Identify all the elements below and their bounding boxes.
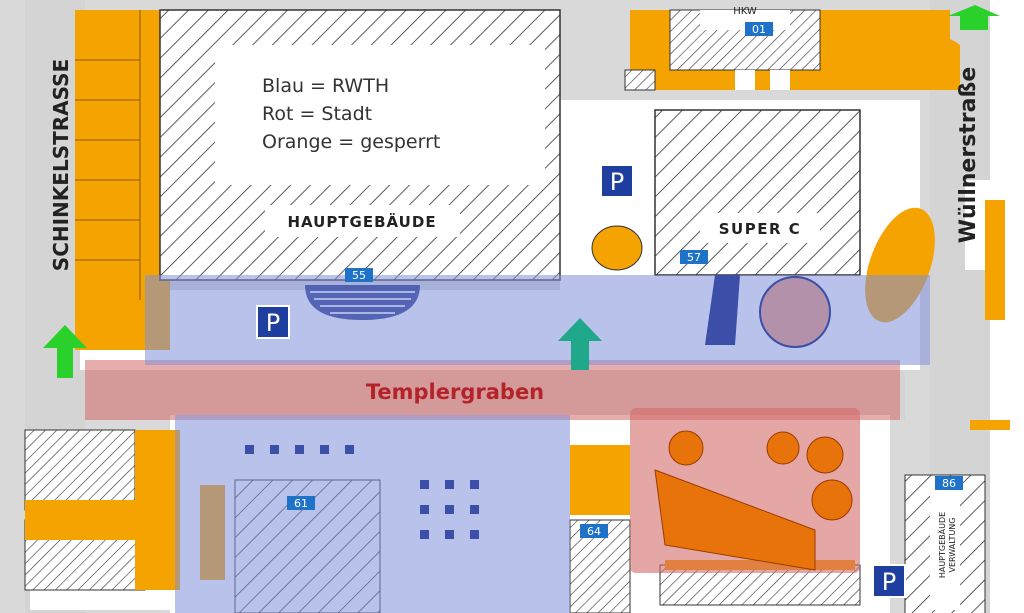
building-number-01[interactable]: 01 xyxy=(745,22,773,36)
svg-text:P: P xyxy=(266,309,280,337)
super-c-building[interactable] xyxy=(654,109,861,276)
svg-text:86: 86 xyxy=(942,477,956,490)
building-number-57[interactable]: 57 xyxy=(680,250,708,264)
svg-text:55: 55 xyxy=(352,269,366,282)
parking-sign-southeast[interactable]: P xyxy=(872,564,906,598)
building-number-55[interactable]: 55 xyxy=(345,268,373,282)
street-label-templergraben: Templergraben xyxy=(366,380,544,404)
legend: Blau = RWTH Rot = Stadt Orange = gesperr… xyxy=(262,75,440,153)
label-hkw: HKW xyxy=(733,6,757,17)
street-label-schinkelstrasse: SCHINKELSTRASSE xyxy=(49,59,73,271)
svg-text:64: 64 xyxy=(587,525,601,538)
building-number-61[interactable]: 61 xyxy=(287,496,315,510)
legend-red: Rot = Stadt xyxy=(262,103,372,125)
svg-text:P: P xyxy=(882,568,896,596)
label-hauptgebaeude-verwaltung: HAUPTGEBÄUDE xyxy=(937,512,947,578)
label-hauptgebaeude: HAUPTGEBÄUDE xyxy=(287,212,436,231)
teal-arrow-center-icon xyxy=(558,318,602,370)
building-number-86[interactable]: 86 xyxy=(935,476,963,490)
building-number-64[interactable]: 64 xyxy=(580,524,608,538)
parking-sign-hauptgebaeude[interactable]: P xyxy=(256,305,290,339)
rwth-zone-south[interactable] xyxy=(175,415,570,613)
label-super-c: SUPER C xyxy=(719,220,802,238)
label-verwaltung: VERWALTUNG xyxy=(948,518,957,573)
orange-oval-left xyxy=(591,225,643,271)
svg-text:57: 57 xyxy=(687,251,701,264)
svg-text:P: P xyxy=(610,168,624,196)
legend-blue: Blau = RWTH xyxy=(262,75,389,97)
green-arrow-northeast-icon xyxy=(948,5,1000,30)
svg-text:61: 61 xyxy=(294,497,308,510)
parking-sign-superc[interactable]: P xyxy=(600,164,634,198)
street-label-wuellnerstrasse: Wüllnerstraße xyxy=(956,67,981,244)
green-arrow-west-icon xyxy=(43,325,87,378)
plaza-circle xyxy=(759,276,831,348)
legend-orange: Orange = gesperrt xyxy=(262,131,440,153)
svg-text:01: 01 xyxy=(752,23,766,36)
